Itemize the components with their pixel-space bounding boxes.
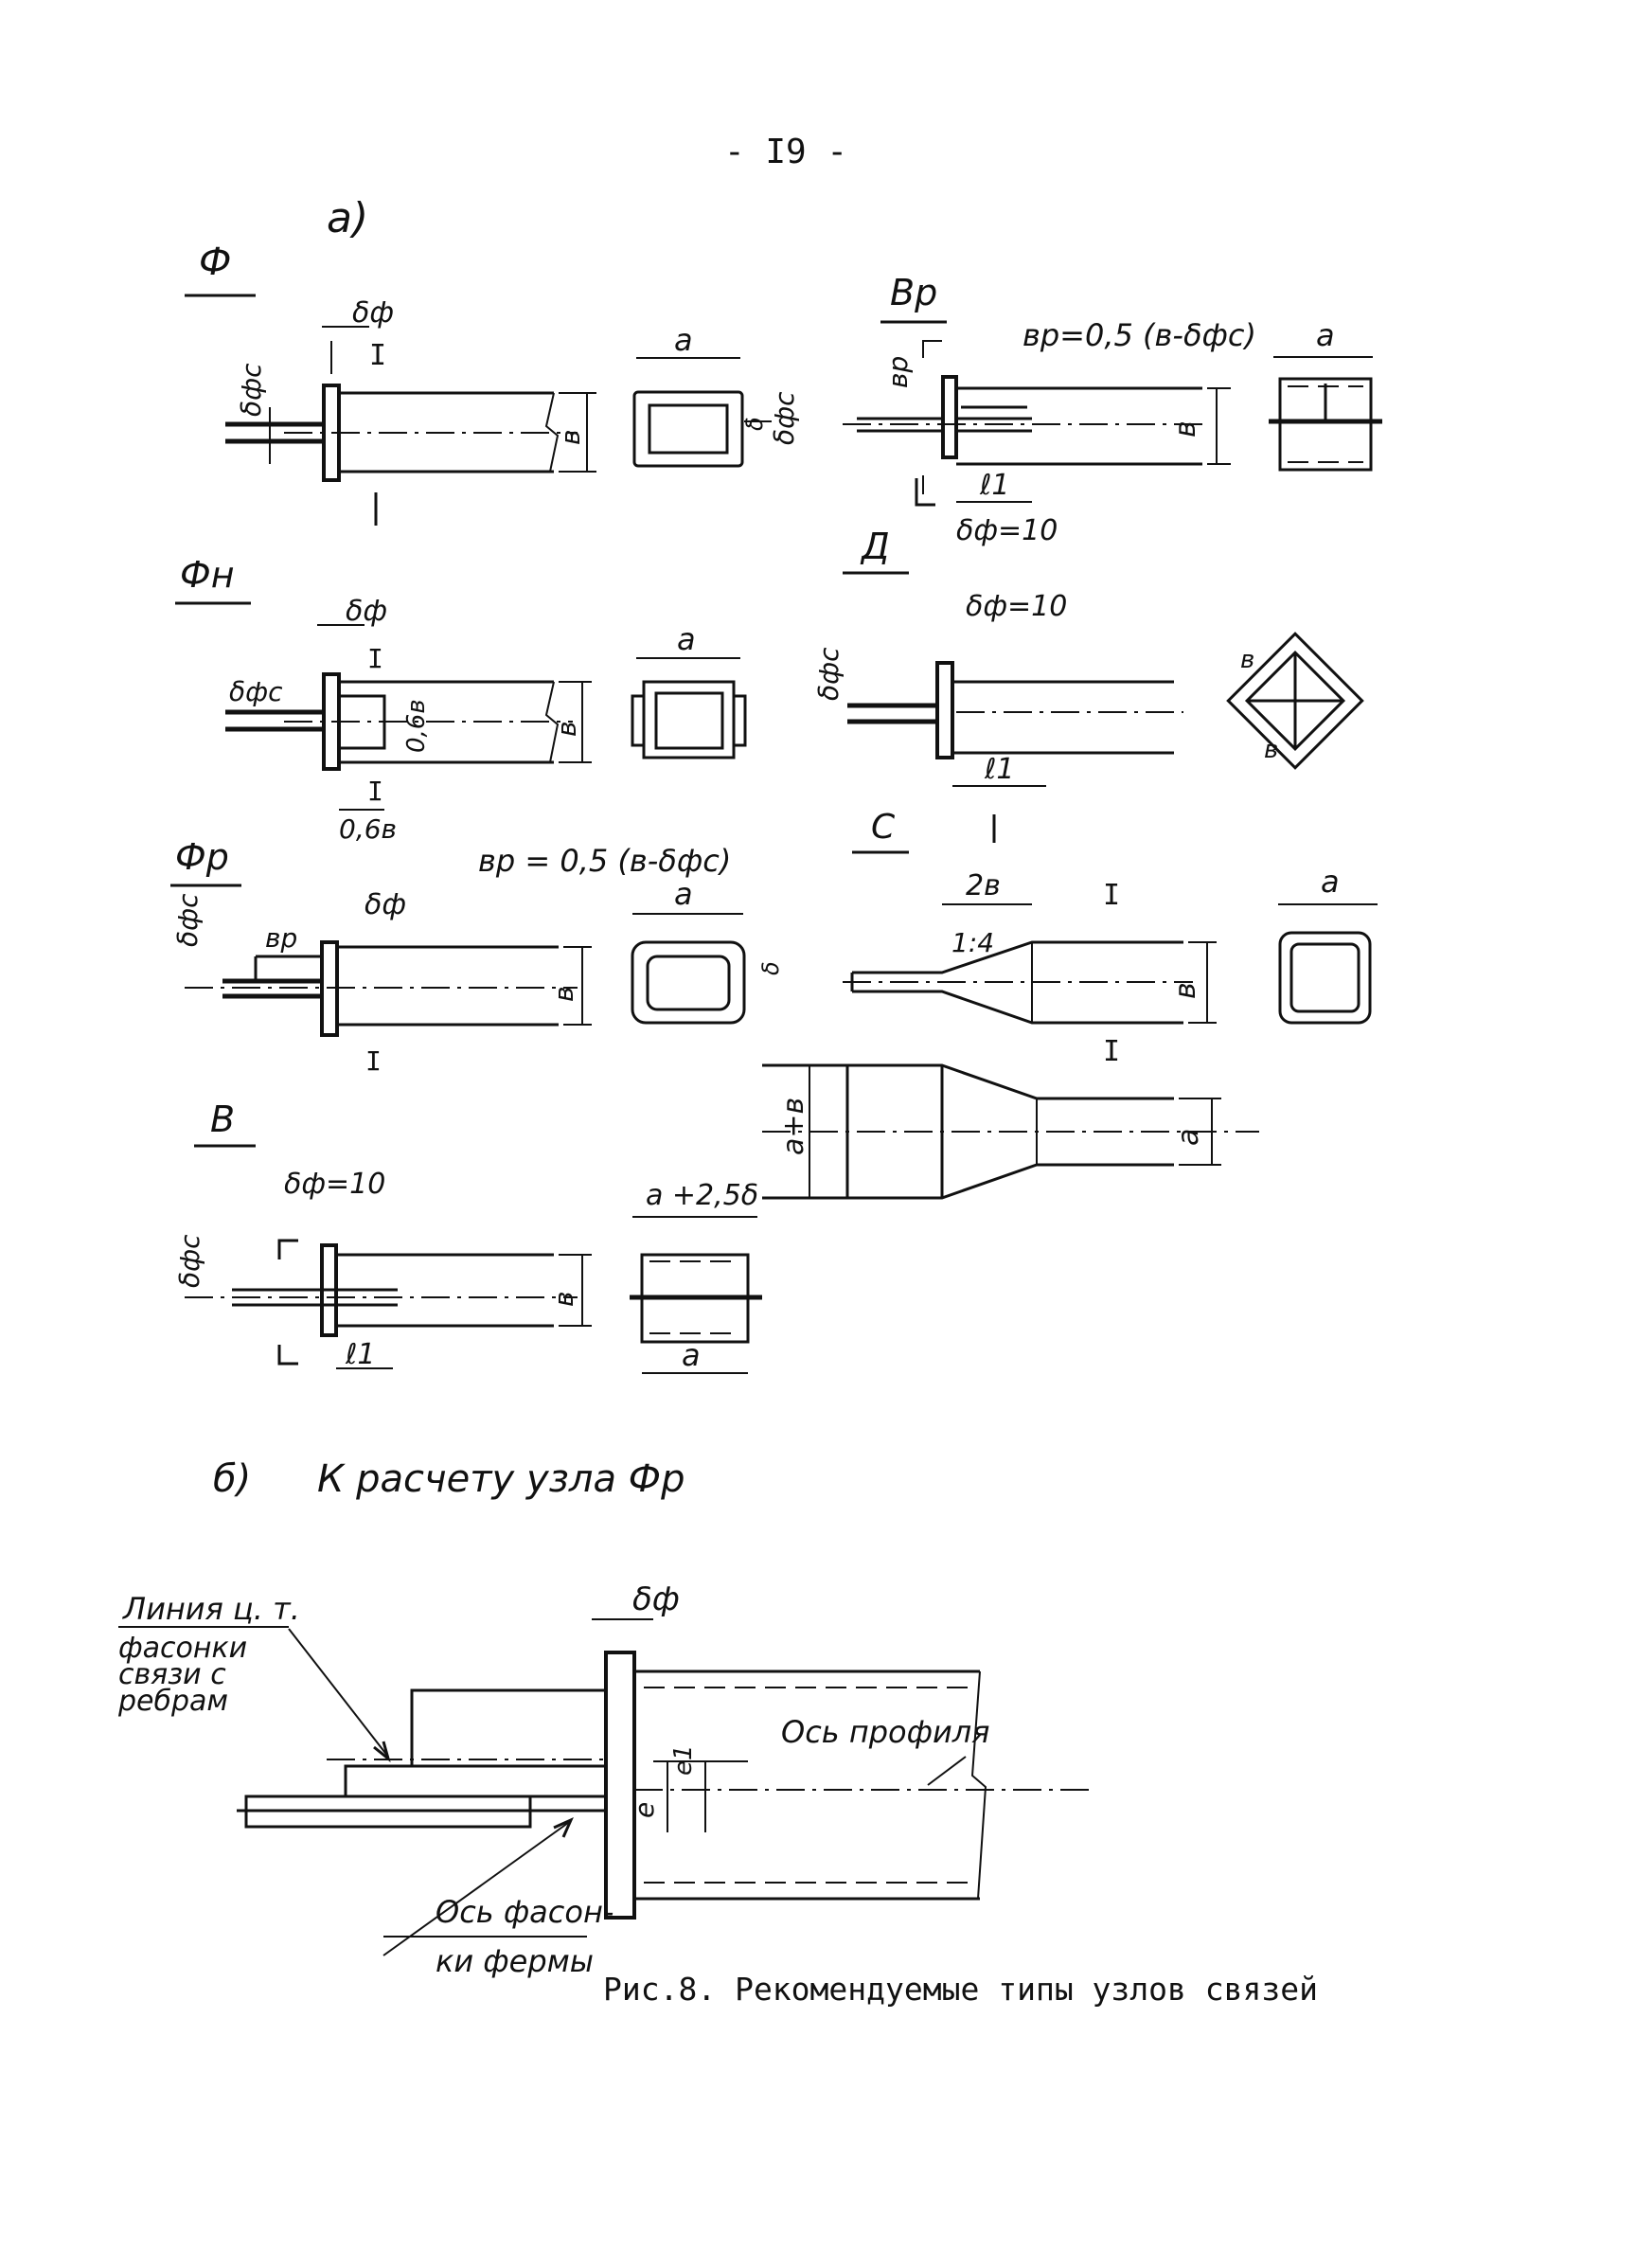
node-fr-title: Фр <box>175 836 229 878</box>
node-fr-section-a: а <box>674 876 693 912</box>
section-b-header: б) К расчету узла Фр <box>213 1457 685 1501</box>
detail-b-axis-profile: Ось профиля <box>781 1714 989 1750</box>
detail-b-e: е <box>629 1802 660 1818</box>
node-v-l1: ℓ1 <box>345 1338 375 1371</box>
section-b-title: К расчету узла Фр <box>317 1457 685 1501</box>
node-vr-title: Вр <box>890 272 937 313</box>
node-fn-b: в <box>551 721 582 737</box>
node-d: Д δф=10 δфс ℓ1 в в <box>813 526 1364 843</box>
node-fr-formula: вр = 0,5 (в-δфс) <box>478 843 731 879</box>
node-fn-06b-vertical: 0,6в <box>402 699 431 753</box>
node-vr-b-r: вр <box>882 356 914 388</box>
node-f-i-top: I <box>369 339 386 372</box>
detail-b-axis-truss-2: ки фермы <box>436 1943 594 1979</box>
node-v-delta-fc: δфс <box>174 1234 205 1288</box>
node-vr-b: в <box>1169 420 1202 438</box>
node-d-section-b1: в <box>1240 646 1254 674</box>
node-fn-delta-f: δф <box>346 595 387 628</box>
node-s-section-a: а <box>1321 864 1340 900</box>
node-fr-section-delta: δ <box>757 961 784 975</box>
node-fr-delta-f: δф <box>365 888 406 921</box>
node-vr: Вр вр=0,5 (в-δфс) δфс вр ℓ1 δф=10 в а <box>769 272 1382 547</box>
node-d-title: Д <box>860 526 890 567</box>
node-s-a: а <box>1172 1129 1205 1146</box>
node-s-slope: 1:4 <box>951 927 994 958</box>
node-f: Ф δф I δфс в а δ <box>185 241 772 526</box>
node-fn-i-top: I <box>367 643 383 674</box>
node-fr-delta-fc: δфс <box>172 893 204 947</box>
node-f-delta-f: δф <box>352 296 394 330</box>
node-v-b: в <box>548 1291 579 1307</box>
node-s-title: С <box>871 808 896 847</box>
detail-b-gusset-3: ребрам <box>117 1685 228 1718</box>
detail-b-gusset-2: связи с <box>118 1658 226 1691</box>
node-fn-section-a: а <box>677 621 696 657</box>
node-f-b: в <box>555 429 586 445</box>
node-v-delta-f10: δф=10 <box>284 1168 385 1201</box>
node-vr-section-a: а <box>1316 317 1335 353</box>
node-d-delta-f10: δф=10 <box>966 590 1067 623</box>
node-s-2b: 2в <box>966 869 1001 902</box>
node-v-title: В <box>210 1098 235 1140</box>
node-fr-b: в <box>548 986 579 1002</box>
node-v-section-a: а <box>682 1337 701 1373</box>
section-b-letter: б) <box>213 1457 251 1501</box>
node-s-i-bottom: I <box>1103 1035 1120 1068</box>
detail-b-line-ct: Линия ц. т. <box>122 1591 300 1627</box>
node-fn-title: Фн <box>180 554 235 596</box>
node-vr-delta-fc: δфс <box>769 391 800 445</box>
node-f-title: Ф <box>199 241 231 284</box>
node-vr-l1: ℓ1 <box>979 469 1009 502</box>
node-v: В δф=10 δфс ℓ1 в а +2,5δ а <box>174 1098 762 1374</box>
node-fn-06b: 0,6в <box>339 813 397 845</box>
node-fn-i-bottom: I <box>367 776 383 807</box>
node-f-section-a: а <box>674 322 693 358</box>
detail-b-e1: е1 <box>669 1744 698 1776</box>
page-number: - I9 - <box>724 133 847 171</box>
node-fn-delta-fc: δфс <box>229 676 283 707</box>
node-s: С 2в I 1:4 в I а а+в а <box>762 808 1378 1200</box>
node-d-delta-fc: δфс <box>813 647 845 701</box>
node-vr-delta-f10: δф=10 <box>956 514 1058 547</box>
node-s-a-plus-b: а+в <box>777 1098 810 1155</box>
section-a-label: а) <box>327 194 368 242</box>
node-s-i-top: I <box>1103 879 1120 912</box>
node-fr-b-r: вр <box>265 922 297 954</box>
node-v-section-a25: а +2,5δ <box>646 1179 758 1212</box>
detail-b-gusset-1: фасонки <box>118 1632 247 1665</box>
figure-caption: Рис.8. Рекомендуемые типы узлов связей <box>603 1971 1318 2008</box>
node-f-delta-fc: δфс <box>236 363 267 417</box>
node-d-l1: ℓ1 <box>984 753 1014 786</box>
node-s-b: в <box>1169 982 1202 999</box>
detail-b-axis-truss-1: Ось фасон- <box>436 1894 614 1930</box>
detail-b-delta-f: δф <box>632 1580 680 1618</box>
node-fn: Фн δф I I δфс 0,6в 0,6в в а <box>175 554 747 845</box>
node-fr-i-bottom: I <box>365 1045 382 1077</box>
detail-b-drawing: Линия ц. т. фасонки связи с ребрам δф Ос… <box>117 1580 1094 1979</box>
node-vr-formula: вр=0,5 (в-δфс) <box>1022 317 1256 353</box>
node-fr: Фр вр = 0,5 (в-δфс) δф δфс вр I в а δ <box>170 836 784 1077</box>
node-f-section-delta: δ <box>741 417 768 431</box>
node-d-section-b2: в <box>1264 736 1278 764</box>
